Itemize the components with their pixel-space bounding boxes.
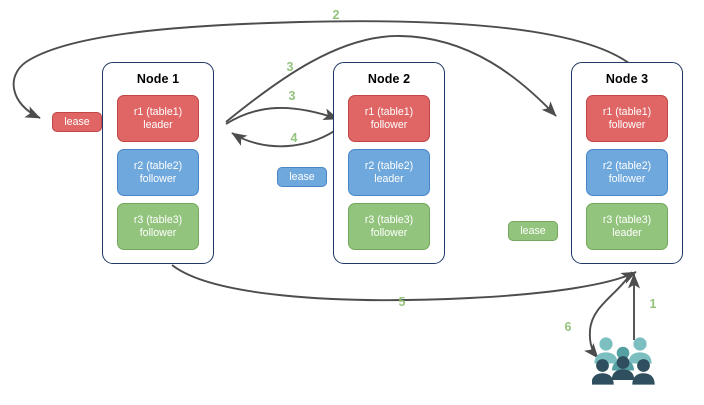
node-title: Node 1 [136,72,180,86]
replica-name: r2 (table2) [602,159,652,172]
step-label-4: 4 [290,131,298,145]
replica-node1-r2[interactable]: r2 (table2) follower [117,149,199,196]
replica-node1-r3[interactable]: r3 (table3) follower [117,203,199,250]
replica-role: leader [612,226,642,239]
step-label-5: 5 [398,295,406,309]
replica-name: r1 (table1) [602,105,652,118]
replica-node2-r1[interactable]: r1 (table1) follower [348,95,430,142]
replica-node3-r1[interactable]: r1 (table1) follower [586,95,668,142]
node-container-2: Node 2 r1 (table1) follower r2 (table2) … [333,62,445,264]
step-label-1: 1 [649,297,657,311]
replica-role: follower [139,226,177,239]
node-title: Node 2 [367,72,411,86]
replica-name: r3 (table3) [133,213,183,226]
replica-node1-r1[interactable]: r1 (table1) leader [117,95,199,142]
replica-name: r3 (table3) [602,213,652,226]
replica-node2-r2[interactable]: r2 (table2) leader [348,149,430,196]
replica-role: follower [370,226,408,239]
step-label-3b: 3 [288,89,296,103]
replica-name: r3 (table3) [364,213,414,226]
replica-name: r2 (table2) [133,159,183,172]
replica-node3-r3[interactable]: r3 (table3) leader [586,203,668,250]
step-label-2: 2 [332,8,340,22]
replica-node2-r3[interactable]: r3 (table3) follower [348,203,430,250]
replica-name: r1 (table1) [133,105,183,118]
lease-badge-red[interactable]: lease [52,112,102,132]
replica-role: follower [608,118,646,131]
replica-role: leader [374,172,404,185]
replica-node3-r2[interactable]: r2 (table2) follower [586,149,668,196]
node-container-3: Node 3 r1 (table1) follower r2 (table2) … [571,62,683,264]
replica-name: r2 (table2) [364,159,414,172]
users-group-icon [592,337,655,385]
replica-name: r1 (table1) [364,105,414,118]
replica-role: leader [143,118,173,131]
step-label-3a: 3 [286,60,294,74]
arrow-step-3-to-node2 [225,106,339,125]
node-container-1: Node 1 r1 (table1) leader r2 (table2) fo… [102,62,214,264]
lease-label: lease [64,116,90,128]
lease-label: lease [289,171,315,183]
lease-badge-blue[interactable]: lease [277,167,327,187]
replica-role: follower [608,172,646,185]
replica-role: follower [370,118,408,131]
step-label-6: 6 [564,320,572,334]
lease-badge-green[interactable]: lease [508,221,558,241]
replica-role: follower [139,172,177,185]
lease-label: lease [520,225,546,237]
node-title: Node 3 [605,72,649,86]
